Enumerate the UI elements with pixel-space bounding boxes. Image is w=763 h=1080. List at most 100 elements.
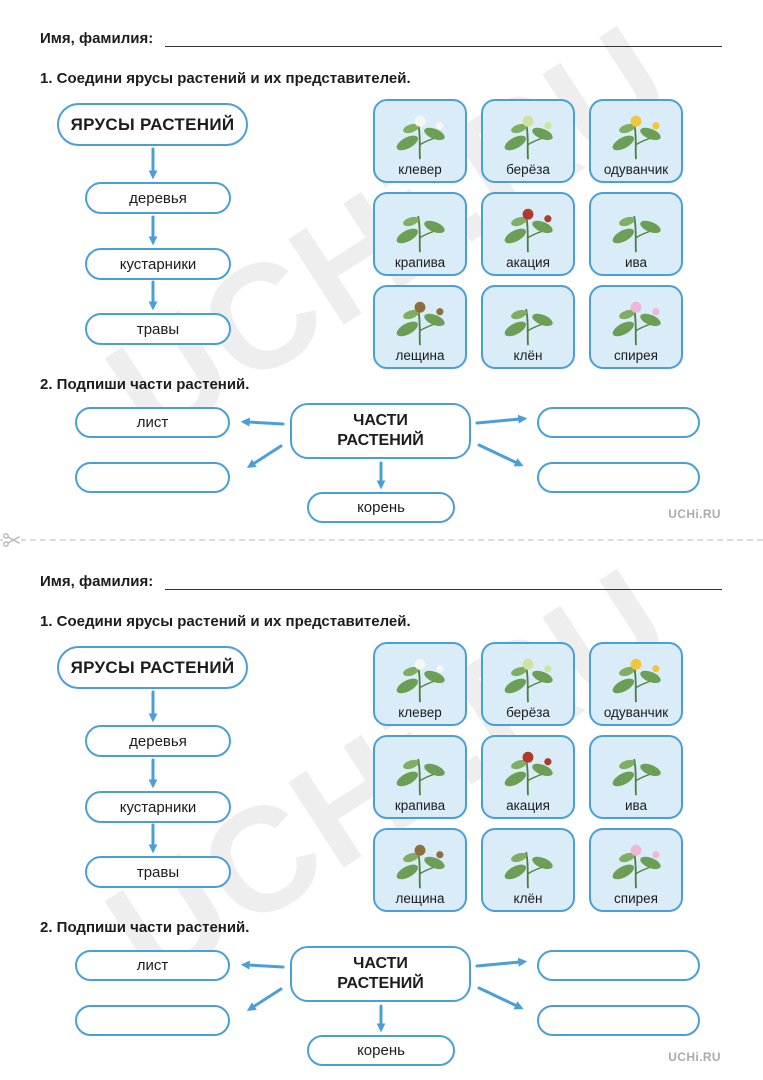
part-label-root: корень: [307, 492, 455, 523]
plant-illustration-icon: [504, 308, 553, 345]
answer-box-bottom-right[interactable]: [537, 1005, 700, 1036]
plant-label: лещина: [395, 347, 445, 363]
plant-illustration-icon: [612, 215, 661, 252]
plant-illustration-icon: [612, 115, 661, 159]
part-label-leaf: лист: [75, 950, 230, 981]
answer-box-top-right[interactable]: [537, 950, 700, 981]
plant-illustration-icon: [396, 301, 445, 345]
plant-illustration-icon: [504, 115, 553, 159]
plant-label: ива: [624, 254, 648, 270]
plant-card[interactable]: ива: [589, 735, 683, 819]
arrows-layer: [148, 690, 528, 1033]
plant-card[interactable]: акация: [481, 735, 575, 819]
plant-label: акация: [506, 797, 550, 813]
answer-box-top-right[interactable]: [537, 407, 700, 438]
worksheet-section: UCHi.RU Имя, фамилия: 1. Соедини ярусы р…: [0, 0, 763, 537]
plant-grid: клевер берёза одуванчик крапива акация и…: [373, 99, 683, 369]
plant-card[interactable]: клён: [481, 285, 575, 369]
parts-title-box: ЧАСТИ РАСТЕНИЙ: [290, 403, 471, 459]
plant-label: спирея: [614, 890, 658, 906]
plant-card[interactable]: спирея: [589, 285, 683, 369]
plant-card[interactable]: спирея: [589, 828, 683, 912]
name-row: Имя, фамилия:: [40, 30, 722, 47]
plant-label: крапива: [394, 254, 446, 270]
plant-card[interactable]: лещина: [373, 828, 467, 912]
plant-label: берёза: [506, 161, 550, 177]
name-fill-line[interactable]: [165, 31, 722, 47]
cut-line: [0, 539, 763, 541]
plant-card[interactable]: клевер: [373, 642, 467, 726]
arrow-down-left-icon: [246, 987, 283, 1011]
name-surname-label: Имя, фамилия:: [40, 573, 154, 590]
tier-box-shrubs[interactable]: кустарники: [85, 248, 231, 280]
scissors-icon: [3, 532, 21, 548]
plant-card[interactable]: берёза: [481, 642, 575, 726]
plant-illustration-icon: [612, 658, 661, 702]
tiers-title-box: ЯРУСЫ РАСТЕНИЙ: [57, 103, 248, 146]
arrow-down-right-icon: [477, 986, 524, 1010]
plant-label: клён: [513, 890, 543, 906]
arrow-right-icon: [475, 414, 528, 425]
part-label-root: корень: [307, 1035, 455, 1066]
plant-card[interactable]: берёза: [481, 99, 575, 183]
plant-card[interactable]: лещина: [373, 285, 467, 369]
plant-illustration-icon: [396, 115, 445, 159]
plant-card[interactable]: ива: [589, 192, 683, 276]
plant-label: акация: [506, 254, 550, 270]
plant-card[interactable]: крапива: [373, 735, 467, 819]
part-label-leaf: лист: [75, 407, 230, 438]
arrow-down-right-icon: [477, 443, 524, 467]
name-row: Имя, фамилия:: [40, 573, 722, 590]
plant-illustration-icon: [504, 751, 553, 795]
plant-label: лещина: [395, 890, 445, 906]
plant-label: одуванчик: [603, 161, 669, 177]
arrow-left-icon: [240, 960, 285, 970]
plant-illustration-icon: [396, 844, 445, 888]
arrow-left-icon: [240, 417, 285, 427]
tier-box-shrubs[interactable]: кустарники: [85, 791, 231, 823]
answer-box-bottom-left[interactable]: [75, 462, 230, 493]
tier-box-trees[interactable]: деревья: [85, 182, 231, 214]
name-surname-label: Имя, фамилия:: [40, 30, 154, 47]
plant-label: спирея: [614, 347, 658, 363]
plant-grid: клевер берёза одуванчик крапива акация и…: [373, 642, 683, 912]
worksheet-section: UCHi.RU Имя, фамилия: 1. Соедини ярусы р…: [0, 543, 763, 1080]
plant-card[interactable]: акация: [481, 192, 575, 276]
arrows-layer: [148, 147, 528, 490]
brand-logo: UCHi.RU: [668, 1050, 721, 1064]
tier-box-grasses[interactable]: травы: [85, 313, 231, 345]
plant-card[interactable]: крапива: [373, 192, 467, 276]
plant-illustration-icon: [396, 215, 445, 252]
parts-title: ЧАСТИ РАСТЕНИЙ: [337, 412, 424, 449]
plant-label: крапива: [394, 797, 446, 813]
arrow-down-left-icon: [246, 444, 283, 468]
tier-box-grasses[interactable]: травы: [85, 856, 231, 888]
cut-separator: [0, 532, 763, 548]
plant-card[interactable]: одуванчик: [589, 642, 683, 726]
tier-box-trees[interactable]: деревья: [85, 725, 231, 757]
task-1-title: 1. Соедини ярусы растений и их представи…: [40, 70, 411, 87]
plant-label: одуванчик: [603, 704, 669, 720]
answer-box-bottom-right[interactable]: [537, 462, 700, 493]
plant-illustration-icon: [396, 758, 445, 795]
plant-label: ива: [624, 797, 648, 813]
answer-box-bottom-left[interactable]: [75, 1005, 230, 1036]
arrow-right-icon: [475, 957, 528, 968]
plant-label: берёза: [506, 704, 550, 720]
plant-illustration-icon: [504, 208, 553, 252]
parts-title: ЧАСТИ РАСТЕНИЙ: [337, 955, 424, 992]
plant-card[interactable]: клевер: [373, 99, 467, 183]
plant-card[interactable]: клён: [481, 828, 575, 912]
brand-logo: UCHi.RU: [668, 507, 721, 521]
task-2-title: 2. Подпиши части растений.: [40, 376, 250, 393]
plant-illustration-icon: [612, 301, 661, 345]
parts-title-box: ЧАСТИ РАСТЕНИЙ: [290, 946, 471, 1002]
plant-illustration-icon: [612, 844, 661, 888]
name-fill-line[interactable]: [165, 574, 722, 590]
plant-label: клён: [513, 347, 543, 363]
plant-label: клевер: [398, 704, 442, 720]
plant-illustration-icon: [612, 758, 661, 795]
tiers-title-box: ЯРУСЫ РАСТЕНИЙ: [57, 646, 248, 689]
task-2-title: 2. Подпиши части растений.: [40, 919, 250, 936]
plant-card[interactable]: одуванчик: [589, 99, 683, 183]
